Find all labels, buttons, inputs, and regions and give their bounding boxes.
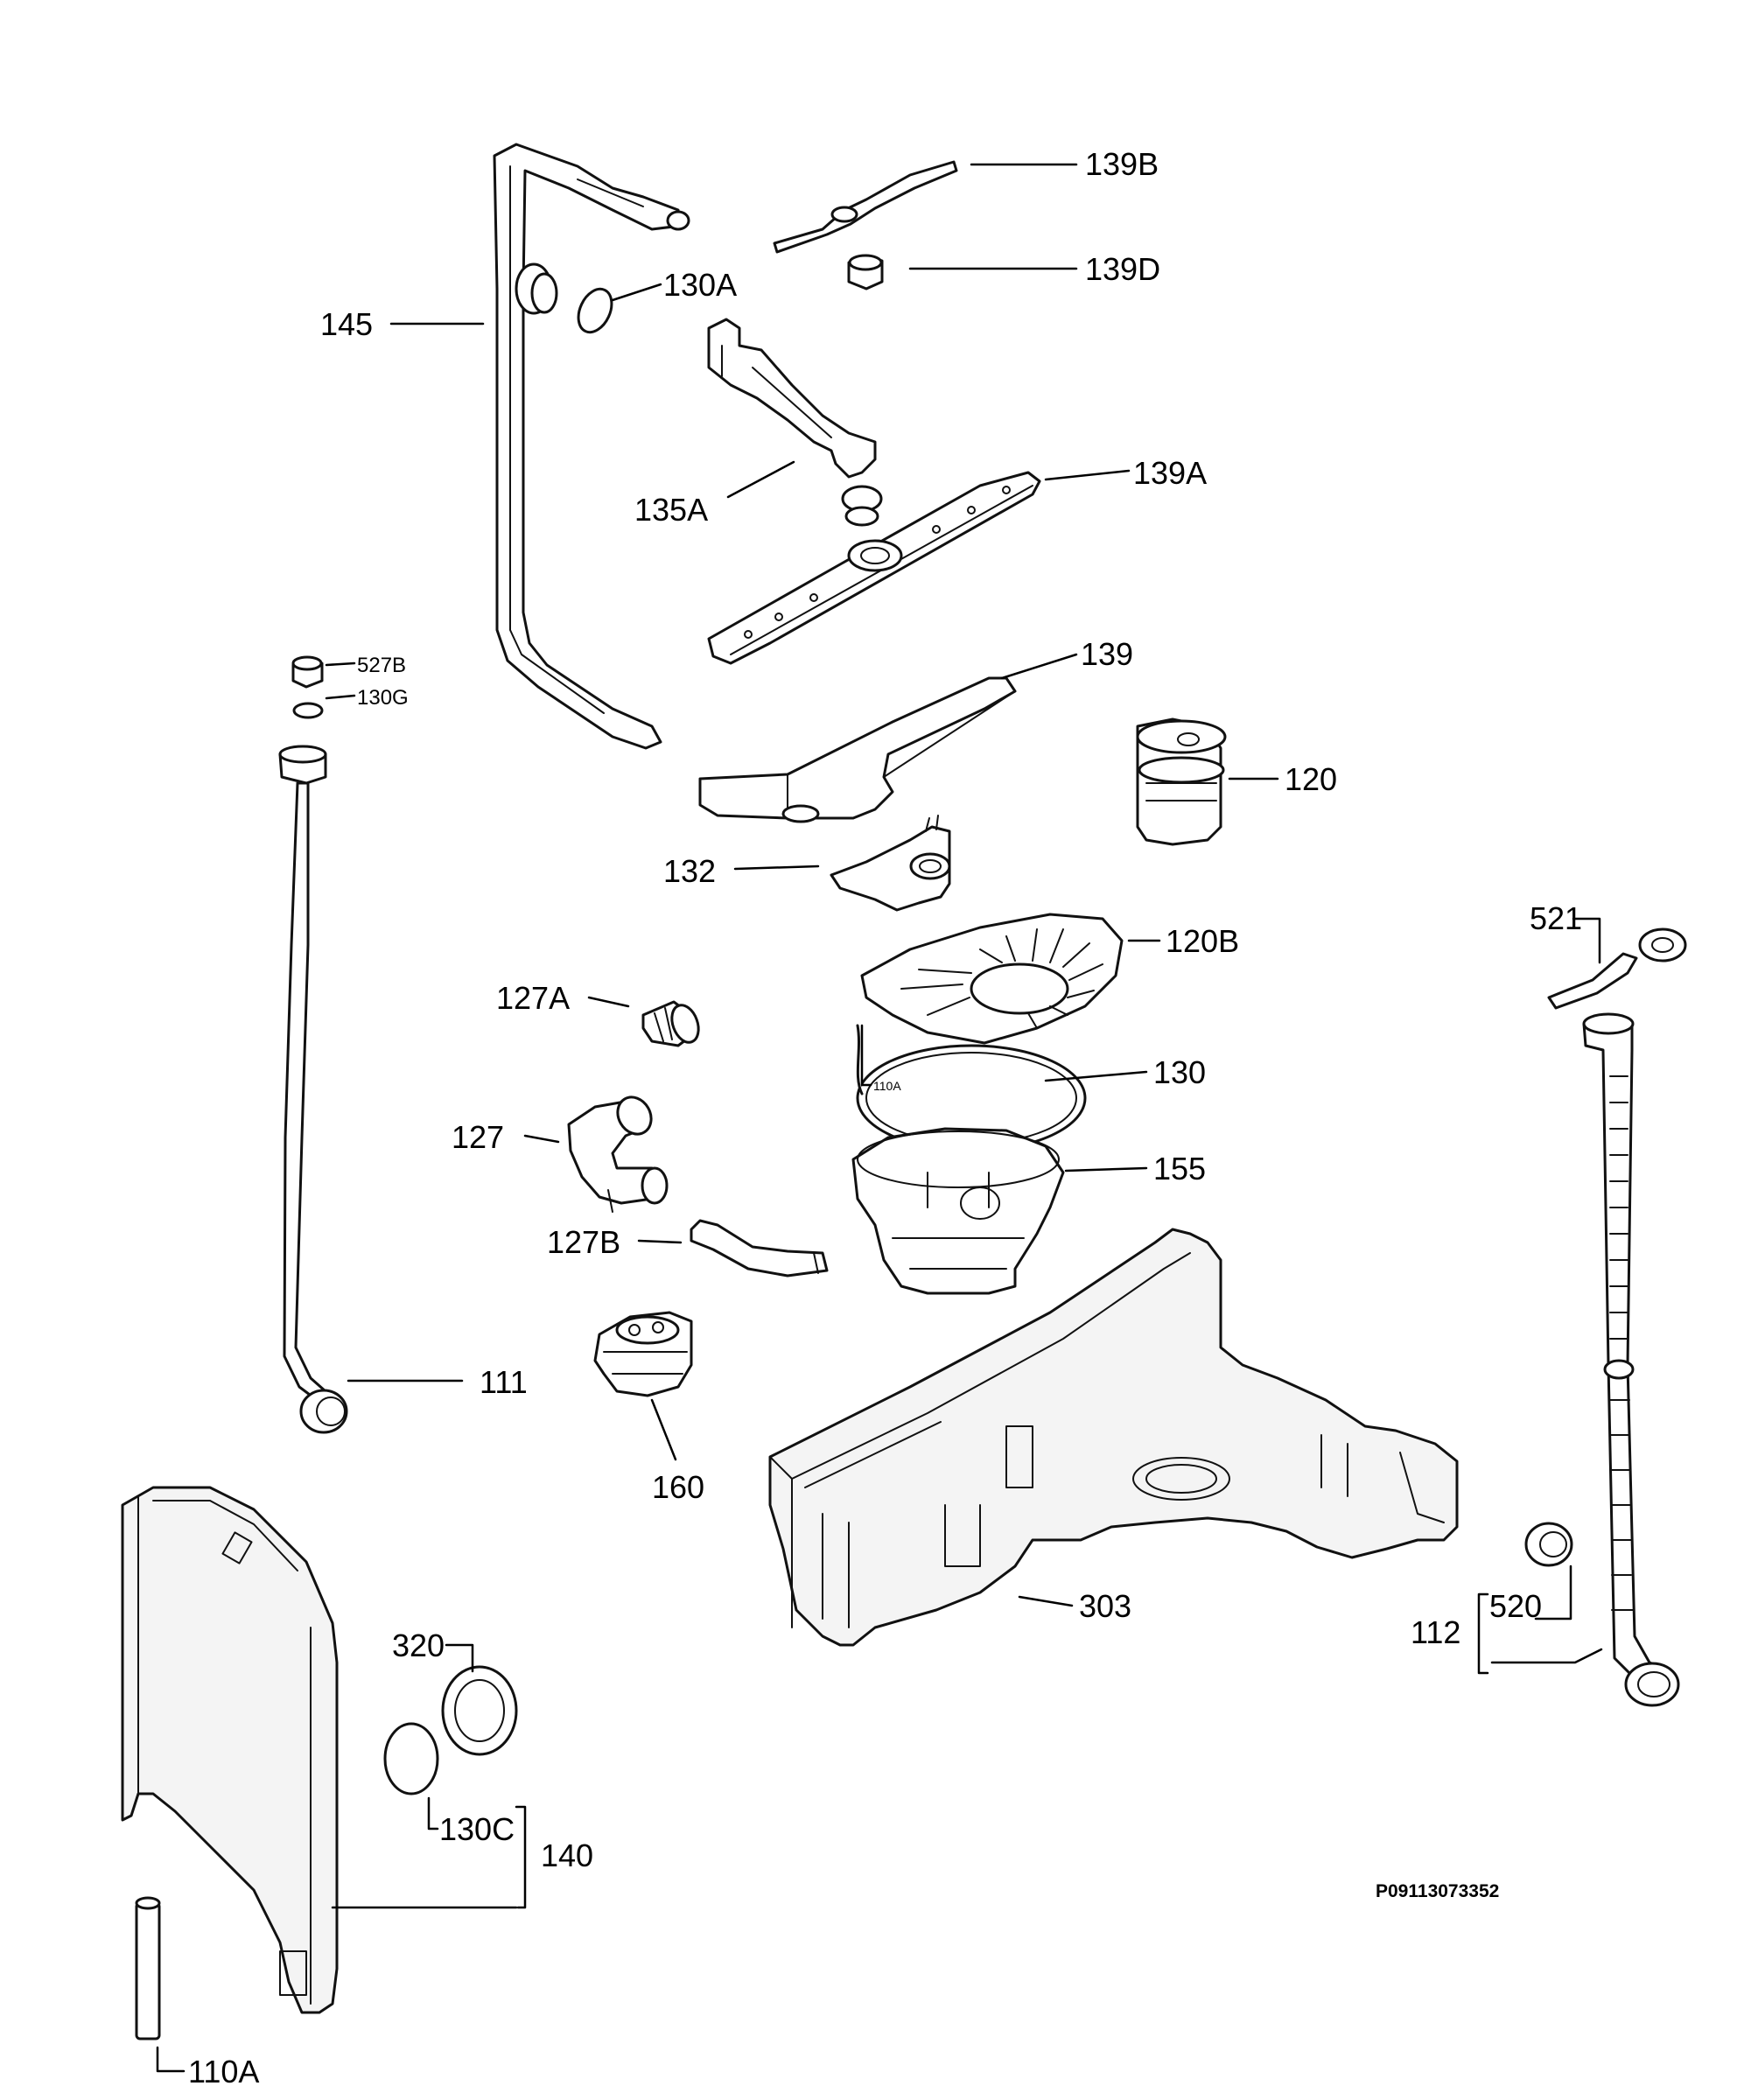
part-110A-tube — [135, 1896, 161, 2040]
label-303: 303 — [1079, 1588, 1131, 1624]
part-127A-coupling — [641, 1000, 700, 1047]
part-139B-upper-spray-arm — [773, 160, 958, 254]
label-110A: 110A — [188, 2054, 259, 2090]
part-303-base-tray — [768, 1228, 1459, 1647]
label-110A-small: 110A — [873, 1079, 901, 1093]
part-527B-nut — [291, 655, 324, 689]
label-140: 140 — [541, 1838, 593, 1873]
label-130G: 130G — [357, 686, 409, 710]
label-520: 520 — [1489, 1588, 1542, 1624]
part-521-clip — [1547, 928, 1687, 1010]
label-527B: 527B — [357, 654, 406, 677]
part-120B-filter-plate — [860, 913, 1124, 1045]
leader-lines — [156, 163, 1603, 2073]
label-521: 521 — [1530, 900, 1582, 936]
part-145-supply-pipe — [493, 143, 690, 750]
label-139D: 139D — [1085, 251, 1160, 287]
label-135A: 135A — [634, 492, 708, 528]
part-127-elbow — [567, 1096, 669, 1213]
label-139A: 139A — [1133, 455, 1207, 491]
label-160: 160 — [652, 1469, 704, 1505]
label-320: 320 — [392, 1628, 445, 1663]
label-130A: 130A — [663, 267, 737, 303]
callout-labels: 139B 139D 130A 145 135A 139A 527B 130G 1… — [188, 146, 1582, 2090]
label-130C: 130C — [439, 1811, 515, 1847]
part-139-wash-arm-duct — [698, 676, 1017, 823]
label-132: 132 — [663, 853, 716, 889]
label-120B: 120B — [1166, 923, 1239, 959]
part-520-sleeve — [1524, 1522, 1573, 1567]
part-139A-lower-spray-arm — [707, 471, 1041, 665]
part-130G-washer — [292, 702, 324, 719]
label-111: 111 — [480, 1364, 528, 1400]
label-139: 139 — [1081, 636, 1133, 672]
part-130C-gasket — [383, 1722, 439, 1796]
part-320-ring — [441, 1665, 518, 1756]
label-120: 120 — [1285, 761, 1337, 797]
part-135A-spray-arm-support — [707, 318, 883, 527]
part-132-bracket — [830, 815, 951, 912]
part-111-inlet-hose — [278, 745, 348, 1434]
label-112: 112 — [1411, 1614, 1460, 1650]
label-127A: 127A — [496, 980, 570, 1016]
label-130: 130 — [1153, 1054, 1206, 1090]
part-139D-nut — [847, 254, 884, 290]
part-160-valve — [593, 1311, 693, 1397]
part-127B-hose — [690, 1219, 829, 1278]
part-112-drain-hose — [1582, 1012, 1680, 1707]
label-155: 155 — [1153, 1151, 1206, 1186]
part-130A-o-ring — [577, 287, 613, 334]
label-127B: 127B — [547, 1224, 620, 1260]
label-127: 127 — [452, 1119, 504, 1155]
part-155-sump — [851, 1127, 1065, 1295]
part-140-side-cover — [121, 1486, 339, 2014]
label-139B: 139B — [1085, 146, 1159, 182]
reference-code: P09113073352 — [1376, 1881, 1499, 1901]
label-145: 145 — [320, 306, 373, 342]
part-130-seal-ring — [856, 1044, 1087, 1152]
part-120-filter — [1136, 718, 1227, 846]
